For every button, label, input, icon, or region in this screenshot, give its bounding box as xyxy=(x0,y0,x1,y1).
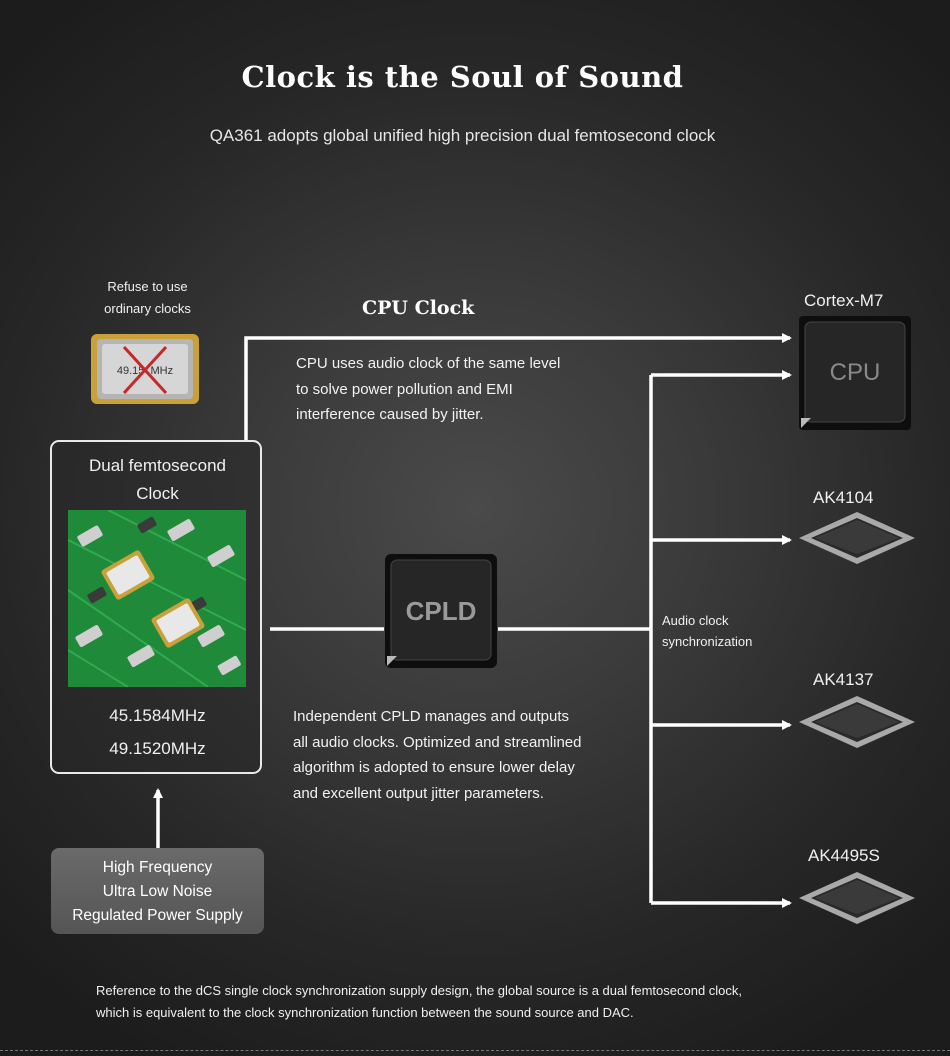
cpu-clock-line xyxy=(244,333,792,440)
cpu-chip-icon: CPU xyxy=(799,316,911,430)
ak4137-label: AK4137 xyxy=(813,670,874,689)
sync-label: Audio clock synchronization xyxy=(662,610,752,652)
refuse-label-line1: Refuse to use xyxy=(107,279,188,294)
clock-box-title-line2: Clock xyxy=(136,484,179,503)
ak4137-chip-icon xyxy=(799,696,915,748)
frequency-1: 45.1584MHz xyxy=(109,706,206,725)
footer-line2: which is equivalent to the clock synchro… xyxy=(96,1005,634,1020)
cortex-m7-label: Cortex-M7 xyxy=(804,291,884,310)
cpld-line1: Independent CPLD manages and outputs xyxy=(293,708,570,725)
power-supply-line1: High Frequency xyxy=(102,859,213,876)
cpld-line2: all audio clocks. Optimized and streamli… xyxy=(293,733,582,751)
cpld-description: Independent CPLD manages and outputs all… xyxy=(293,704,643,806)
cpu-chip-text: CPU xyxy=(830,359,881,386)
power-supply-line3: Regulated Power Supply xyxy=(72,907,243,924)
sync-label-line1: Audio clock xyxy=(662,613,729,628)
cpld-chip-icon: CPLD xyxy=(385,554,497,668)
ak4104-chip-icon xyxy=(799,512,915,564)
ak4104-label: AK4104 xyxy=(813,488,874,507)
cpld-line3: algorithm is adopted to ensure lower del… xyxy=(293,759,575,776)
cpu-clock-heading: CPU Clock xyxy=(362,297,475,319)
cpu-clock-line1: CPU uses audio clock of the same level xyxy=(296,355,561,372)
power-supply-line2: Ultra Low Noise xyxy=(102,883,213,900)
power-supply-box: High Frequency Ultra Low Noise Regulated… xyxy=(51,848,264,934)
cpu-clock-line2: to solve power pollution and EMI xyxy=(296,380,513,398)
sync-label-line2: synchronization xyxy=(662,634,753,649)
clock-box-title-line1: Dual femtosecond xyxy=(88,456,227,475)
page-subtitle: QA361 adopts global unified high precisi… xyxy=(209,126,716,145)
frequency-2: 49.1520MHz xyxy=(109,739,206,758)
cpld-chip-text: CPLD xyxy=(406,596,477,626)
pcb-clock-photo xyxy=(68,510,246,687)
footer-note: Reference to the dCS single clock synchr… xyxy=(96,980,896,1024)
footer-line1: Reference to the dCS single clock synchr… xyxy=(96,983,743,998)
clock-box-title: Dual femtosecond Clock xyxy=(60,452,255,508)
page-title: Clock is the Soul of Sound xyxy=(241,60,684,94)
cpu-clock-line3: interference caused by jitter. xyxy=(296,406,484,423)
cpld-line4: and excellent output jitter parameters. xyxy=(293,784,544,802)
refuse-label-line2: ordinary clocks xyxy=(104,301,191,316)
ak4495s-chip-icon xyxy=(799,872,915,924)
refuse-label: Refuse to use ordinary clocks xyxy=(80,276,215,320)
ordinary-crystal-icon: 49.15 MHz xyxy=(91,334,199,404)
bottom-divider xyxy=(0,1050,950,1051)
ak4495s-label: AK4495S xyxy=(808,846,880,865)
cpu-clock-description: CPU uses audio clock of the same level t… xyxy=(296,351,636,428)
